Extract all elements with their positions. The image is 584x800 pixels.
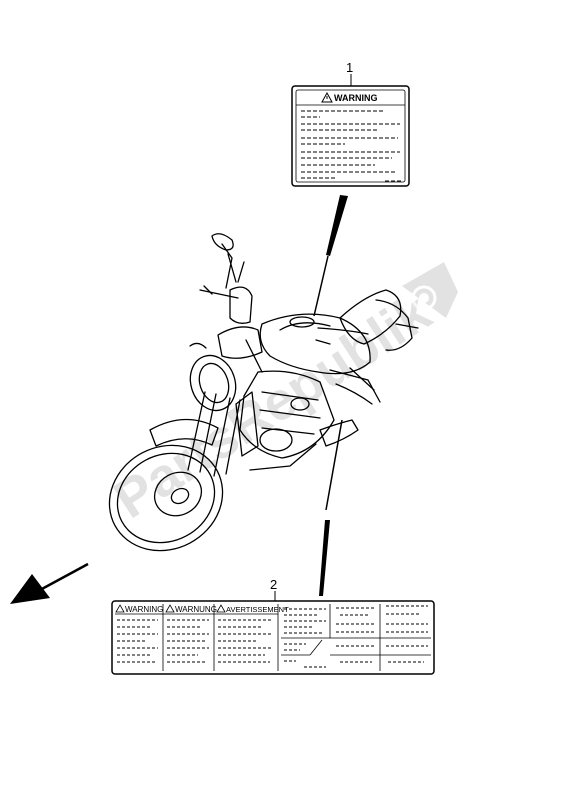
label-1-heading: WARNING — [334, 93, 378, 103]
leader-line-2 — [319, 419, 343, 596]
label-2-heading-de: WARNUNG — [175, 605, 217, 614]
callout-number-1: 1 — [346, 60, 354, 75]
label-1: WARNING — [291, 85, 410, 187]
leader-line-1 — [313, 195, 348, 317]
label-2: WARNING WARNUNG AVERTISSEMENT — [111, 600, 435, 675]
direction-arrow-icon — [10, 562, 89, 604]
callout-number-2: 2 — [270, 577, 278, 592]
motorcycle-drawing — [108, 233, 419, 552]
label-2-heading-en: WARNING — [125, 605, 163, 614]
label-2-heading-fr: AVERTISSEMENT — [226, 605, 289, 614]
gear-icon — [402, 262, 458, 318]
watermark: PartsRepublik — [104, 262, 458, 530]
warning-triangle-icon — [115, 604, 226, 613]
warning-triangle-icon — [321, 91, 333, 103]
